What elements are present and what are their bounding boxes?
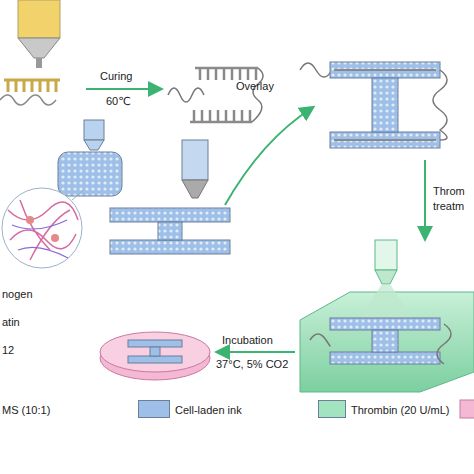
annotation-label: 12 — [2, 344, 14, 357]
legend-text: MS (10:1) — [2, 404, 50, 417]
annotation-label: atin — [2, 316, 20, 329]
annotation-label: 37°C, 5% CO2 — [216, 358, 288, 371]
legend-swatch — [318, 400, 346, 418]
legend-text: Thrombin (20 U/mL) — [351, 404, 449, 417]
legend-swatch — [138, 400, 170, 418]
annotation-label: Incubation — [222, 334, 273, 347]
annotation-label: Throm — [433, 185, 465, 198]
annotation-label: 60℃ — [106, 95, 131, 108]
annotation-label: treatm — [433, 200, 464, 213]
annotation-label: Overlay — [236, 80, 274, 93]
annotation-label: Curing — [100, 70, 132, 83]
annotation-label: nogen — [2, 288, 33, 301]
legend-text: Cell-laden ink — [175, 404, 242, 417]
